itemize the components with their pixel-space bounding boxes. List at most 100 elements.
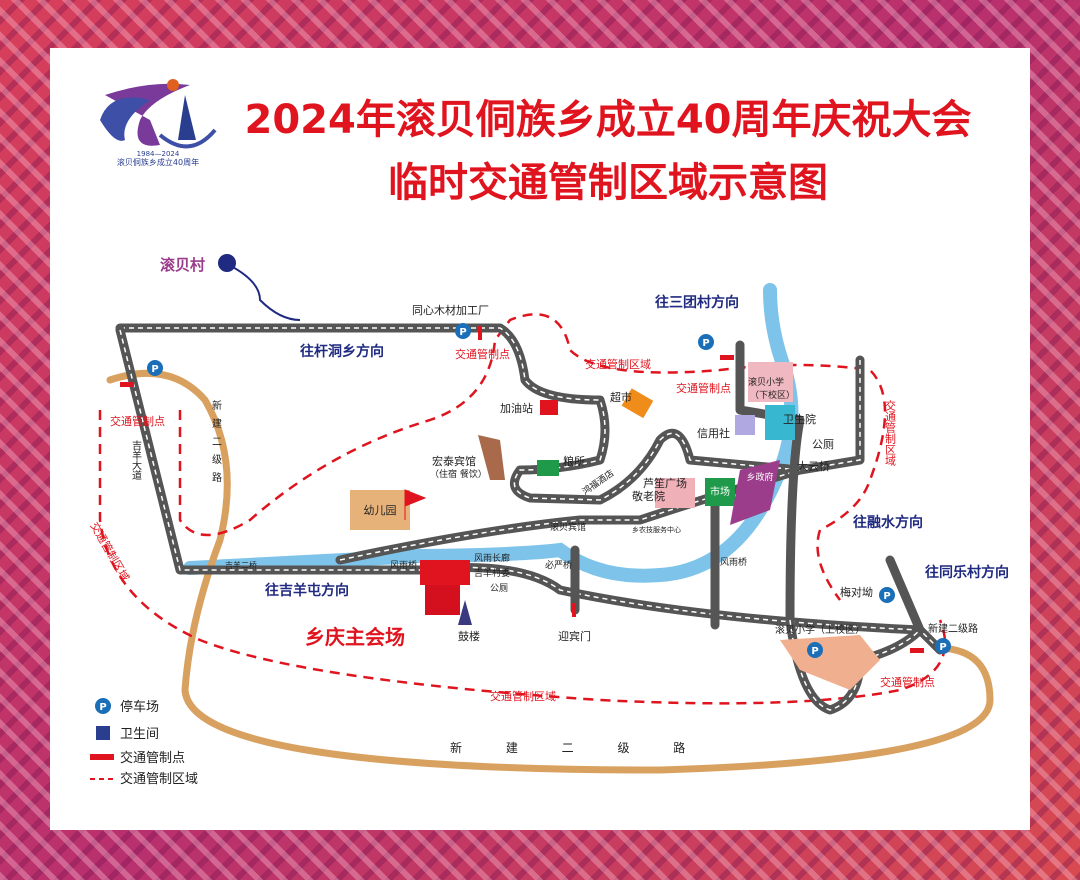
map-label: 宏泰宾馆 bbox=[432, 454, 476, 468]
map-label: 敬老院 bbox=[632, 489, 665, 503]
map-label: 芦笙广场 bbox=[643, 476, 687, 490]
map-label: 交通管制点 bbox=[880, 675, 935, 689]
map-label: 往杆洞乡方向 bbox=[300, 343, 384, 360]
map-label: 滚贝侗族乡成立40周年 bbox=[117, 157, 199, 167]
map-shape bbox=[698, 334, 714, 350]
title-line1: 2024年滚贝侗族乡成立40周年庆祝大会 bbox=[245, 97, 972, 143]
map-panel bbox=[50, 48, 1030, 830]
map-shape bbox=[458, 600, 472, 625]
map-shape bbox=[339, 469, 801, 561]
map-label: 新建二级路 bbox=[210, 399, 222, 490]
map-label: 新建二级路 bbox=[928, 622, 978, 635]
map-shape bbox=[879, 587, 895, 603]
map-shape: P bbox=[99, 702, 106, 713]
map-label: 停车场 bbox=[120, 699, 159, 715]
map-shape bbox=[789, 619, 921, 711]
map-shape bbox=[350, 490, 410, 530]
map-shape bbox=[120, 382, 134, 387]
control-zone-left bbox=[98, 410, 947, 705]
toilet-icon bbox=[96, 726, 110, 740]
legend: P 停车场 卫生间 交通管制点 交通管制区域 bbox=[90, 698, 198, 787]
map-label: 滚贝小学 bbox=[748, 376, 784, 388]
village-marker-icon bbox=[218, 254, 236, 272]
map-shape bbox=[705, 478, 735, 506]
map-shape: P bbox=[811, 646, 818, 657]
map-shape: P bbox=[459, 327, 466, 338]
map-shape bbox=[730, 460, 780, 525]
map-label: （住宿 餐饮） bbox=[430, 468, 487, 480]
map-label: （下校区） bbox=[750, 389, 795, 401]
map-label: 新 建 二 级 路 bbox=[450, 740, 705, 755]
map-shape bbox=[621, 388, 654, 419]
map-shape bbox=[404, 489, 427, 520]
map-shape: P bbox=[939, 642, 946, 653]
map-shape bbox=[119, 329, 941, 651]
map-label: 粮所 bbox=[563, 454, 585, 468]
map-shape bbox=[178, 95, 196, 140]
map-label: 交通管制区域 bbox=[884, 399, 897, 466]
map-label: 市场 bbox=[710, 485, 730, 498]
control-labels: 交通管制点 交通管制点 交通管制点 交通管制点 交通管制区域 交通管制区域 交通… bbox=[87, 326, 935, 703]
map-label: 交通管制点 bbox=[676, 381, 731, 395]
map-label: 卫生间 bbox=[120, 727, 159, 742]
map-shape bbox=[478, 326, 482, 340]
map-shape bbox=[100, 97, 150, 141]
map-shape bbox=[115, 325, 945, 655]
map-label: 卫生院 bbox=[783, 412, 816, 426]
map-label: 吉羊二桥 bbox=[225, 560, 257, 570]
parking-icons: P P P P P P bbox=[147, 323, 951, 658]
map-shape bbox=[537, 460, 559, 476]
map-shape bbox=[420, 560, 470, 585]
map-label: 滚贝小学（上校区） bbox=[775, 623, 865, 636]
map-label: 鼓楼 bbox=[458, 629, 480, 643]
map-label: 交通管制点 bbox=[455, 347, 510, 361]
map-label: 往吉羊屯方向 bbox=[265, 582, 349, 599]
map-shape bbox=[735, 415, 755, 435]
place-labels: 同心木材加工厂 往杆洞乡方向 往三团村方向 往融水方向 往同乐村方向 往吉羊屯方… bbox=[130, 294, 1010, 755]
anniversary-logo: 1984—2024 滚贝侗族乡成立40周年 bbox=[100, 79, 217, 167]
map-shape bbox=[748, 362, 793, 402]
map-label: 同心木材加工厂 bbox=[412, 303, 489, 317]
map-label: 加油站 bbox=[500, 401, 533, 415]
map-label: 乡农技服务中心 bbox=[632, 525, 681, 534]
map-label: 吉羊村委 bbox=[474, 567, 510, 579]
map-label: 交通管制区域 bbox=[490, 689, 556, 703]
parking-icon bbox=[95, 698, 111, 714]
map-shape bbox=[910, 648, 924, 653]
map-shape bbox=[935, 638, 951, 654]
map-label: 1984—2024 bbox=[137, 150, 180, 158]
map-shape bbox=[158, 128, 217, 149]
buildings: 幼儿园 市场 乡政府 bbox=[350, 362, 880, 690]
map-label: 滚贝宾馆 bbox=[550, 521, 586, 533]
map-shape: P bbox=[702, 338, 709, 349]
map-label: 滚贝村 bbox=[160, 256, 205, 274]
map-shape bbox=[572, 603, 576, 617]
map-shape bbox=[540, 400, 558, 415]
map-label: 幼儿园 bbox=[364, 504, 397, 517]
map-shape bbox=[455, 323, 471, 339]
control-zone-inner bbox=[178, 313, 887, 601]
map-label: 风雨长廊 bbox=[474, 552, 510, 564]
map-label: 乡庆主会场 bbox=[305, 625, 405, 649]
map-shape: P bbox=[151, 364, 158, 375]
map-shape bbox=[147, 360, 163, 376]
map-label: 交通管制区域 bbox=[87, 520, 132, 584]
map-label: 超市 bbox=[610, 390, 632, 404]
map-label: 迎宾门 bbox=[558, 629, 591, 643]
map-label: 乡政府 bbox=[746, 471, 773, 483]
map-label: 风雨桥 bbox=[390, 559, 417, 571]
control-point-icon bbox=[90, 754, 114, 760]
map-shape bbox=[167, 79, 179, 91]
map-label: 往同乐村方向 bbox=[925, 564, 1009, 581]
map-label: 公厕 bbox=[812, 438, 834, 451]
title-line2: 临时交通管制区域示意图 bbox=[388, 160, 828, 206]
map-shape: P bbox=[883, 591, 890, 602]
map-label: 大云桥 bbox=[797, 459, 830, 473]
map-label: 交通管制点 bbox=[110, 414, 165, 428]
map-shape bbox=[720, 355, 734, 360]
map-label: 往融水方向 bbox=[853, 514, 923, 531]
village-path bbox=[224, 262, 301, 321]
map-label: 必严桥 bbox=[545, 559, 572, 571]
map-label: 风雨桥 bbox=[720, 556, 747, 568]
